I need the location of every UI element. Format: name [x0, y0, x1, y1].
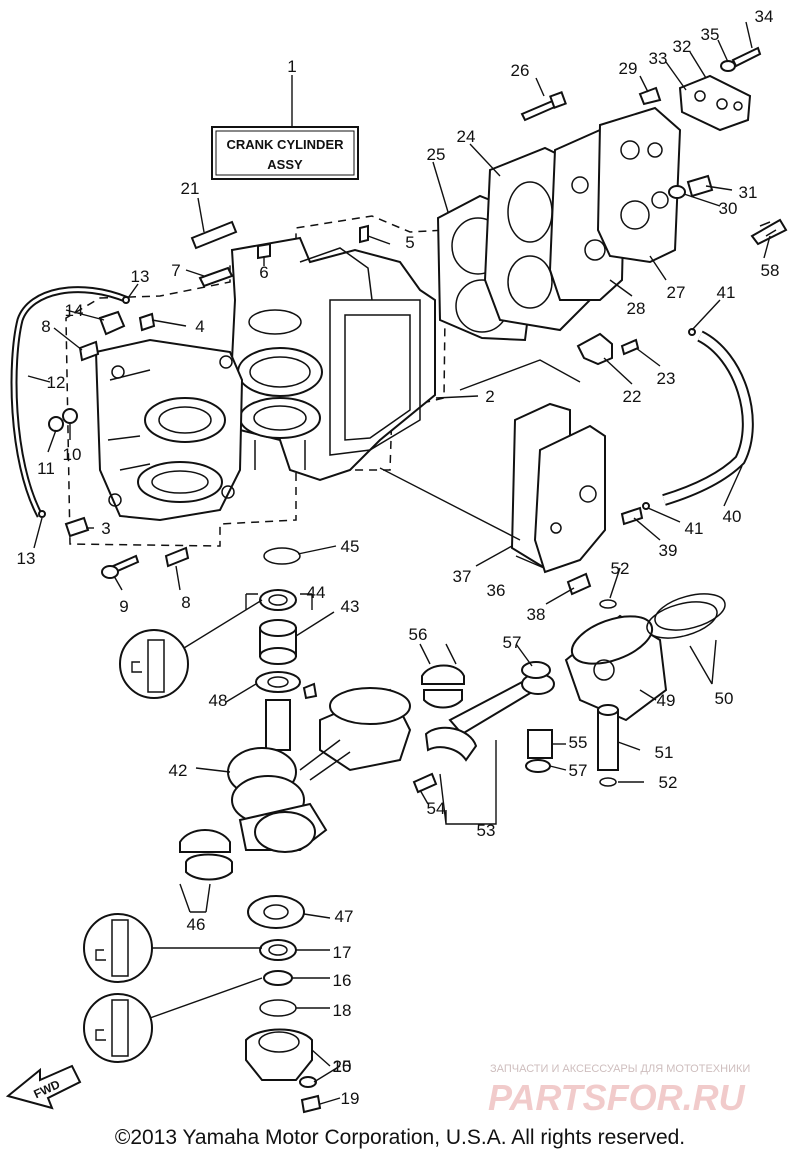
crank-upper-bearings	[255, 547, 318, 700]
crankcase-body	[228, 236, 436, 482]
callout-22: 22	[623, 387, 642, 406]
callout-37: 37	[453, 567, 472, 586]
assembly-title-box: CRANK CYLINDER ASSY	[211, 75, 359, 180]
hose-and-clips	[10, 286, 130, 518]
callout-42: 42	[169, 761, 188, 780]
callout-19: 19	[341, 1089, 360, 1108]
callout-8b: 8	[181, 593, 190, 612]
callout-58: 58	[761, 261, 780, 280]
callout-26: 26	[511, 61, 530, 80]
callout-25: 25	[427, 145, 446, 164]
detail-inset-3	[83, 977, 263, 1063]
connecting-rod	[412, 661, 555, 794]
big-end-bearing-56	[421, 664, 465, 709]
callout-35: 35	[701, 25, 720, 44]
callout-labels: 1234567889101112131314151617181920212223…	[17, 7, 780, 1108]
callout-43: 43	[341, 597, 360, 616]
callout-16: 16	[333, 971, 352, 990]
head-bolts	[520, 46, 788, 246]
callout-17: 17	[333, 943, 352, 962]
callout-38: 38	[527, 605, 546, 624]
callout-52b: 52	[659, 773, 678, 792]
callout-44: 44	[307, 583, 326, 602]
water-hose-40	[620, 328, 754, 526]
piston-pin-and-clips	[597, 599, 619, 787]
callout-3: 3	[101, 519, 110, 538]
callout-27: 27	[667, 283, 686, 302]
callout-55: 55	[569, 733, 588, 752]
leader-lines-upper	[27, 21, 771, 605]
callout-36: 36	[487, 581, 506, 600]
callout-29: 29	[619, 59, 638, 78]
head-cover	[596, 106, 682, 264]
leader-lines-lower	[179, 545, 717, 1105]
callout-54: 54	[427, 799, 446, 818]
crank-needle-bearing	[179, 829, 233, 881]
watermark: ЗАПЧАСТИ И АКСЕССУАРЫ ДЛЯ МОТОТЕХНИКИ PA…	[488, 1063, 750, 1118]
callout-56: 56	[409, 625, 428, 644]
callout-41b: 41	[685, 519, 704, 538]
callout-41a: 41	[717, 283, 736, 302]
callout-28: 28	[627, 299, 646, 318]
callout-45: 45	[341, 537, 360, 556]
callout-51: 51	[655, 743, 674, 762]
crank-lower-stack	[245, 895, 322, 1114]
callout-49: 49	[657, 691, 676, 710]
exhaust-cover	[510, 402, 606, 596]
thermostat-cover	[678, 74, 752, 132]
callout-57b: 57	[569, 761, 588, 780]
callout-24: 24	[457, 127, 476, 146]
title-line-1: CRANK CYLINDER	[227, 137, 345, 152]
callout-30: 30	[719, 199, 738, 218]
callout-31: 31	[739, 183, 758, 202]
callout-11: 11	[37, 459, 55, 478]
callout-9: 9	[119, 597, 128, 616]
studs-and-pins	[98, 220, 369, 336]
callout-57a: 57	[503, 633, 522, 652]
callout-10: 10	[63, 445, 82, 464]
callout-39: 39	[659, 541, 678, 560]
detail-inset-1	[119, 599, 263, 699]
callout-1: 1	[287, 57, 296, 76]
callout-20: 20	[333, 1057, 352, 1076]
callout-50: 50	[715, 689, 734, 708]
detail-inset-2	[83, 913, 262, 983]
piston	[564, 614, 668, 722]
callout-15: 15	[333, 1057, 352, 1076]
callout-18: 18	[333, 1001, 352, 1020]
callout-21: 21	[181, 179, 200, 198]
callout-34: 34	[755, 7, 774, 26]
crankcase-cover	[94, 338, 244, 522]
watermark-logo: PARTSFOR.RU	[488, 1077, 746, 1118]
callout-32: 32	[673, 37, 692, 56]
callout-23: 23	[657, 369, 676, 388]
callout-7: 7	[171, 261, 180, 280]
callout-47: 47	[335, 907, 354, 926]
copyright-notice: ©2013 Yamaha Motor Corporation, U.S.A. A…	[114, 1126, 686, 1149]
callout-8a: 8	[41, 317, 50, 336]
piston-rings	[646, 593, 726, 639]
callout-12: 12	[47, 373, 66, 392]
callout-2: 2	[485, 387, 494, 406]
crankcase-bolts	[48, 340, 190, 579]
callout-6: 6	[259, 263, 268, 282]
callout-4: 4	[195, 317, 204, 336]
callout-48: 48	[209, 691, 228, 710]
forward-arrow: FWD	[5, 1064, 82, 1110]
callout-53: 53	[477, 821, 496, 840]
crankshaft	[227, 687, 412, 853]
callout-13a: 13	[131, 267, 150, 286]
callout-14: 14	[65, 301, 84, 320]
callout-33: 33	[649, 49, 668, 68]
callout-40: 40	[723, 507, 742, 526]
bracket-22	[576, 332, 640, 366]
callout-13b: 13	[17, 549, 36, 568]
crankcase-group-outline	[65, 215, 447, 547]
callout-46: 46	[187, 915, 206, 934]
watermark-tagline: ЗАПЧАСТИ И АКСЕССУАРЫ ДЛЯ МОТОТЕХНИКИ	[490, 1063, 750, 1075]
callout-5: 5	[405, 233, 414, 252]
callout-52a: 52	[611, 559, 630, 578]
title-line-2: ASSY	[267, 157, 303, 172]
